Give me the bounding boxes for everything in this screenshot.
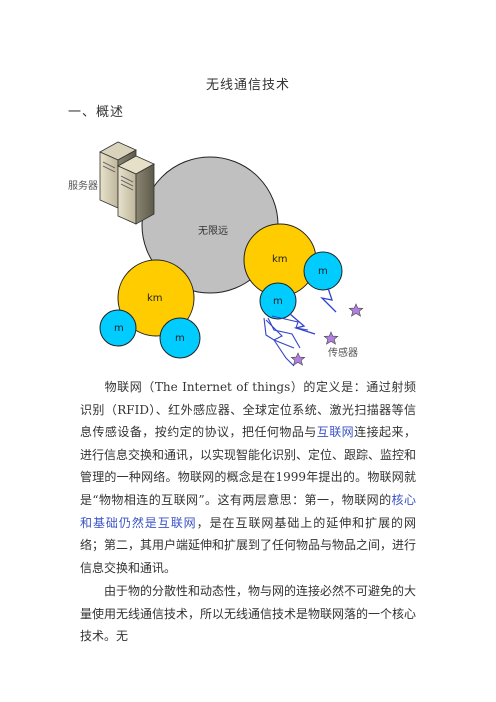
server-label: 服务器: [68, 179, 98, 192]
wireless-link-1: [320, 287, 337, 313]
document-title: 无线通信技术: [205, 78, 290, 93]
section-heading: 一、概述: [68, 105, 125, 120]
wireless-link-5: [263, 317, 295, 349]
wireless-link-2: [289, 313, 316, 335]
m-node-2-label: m: [175, 333, 185, 344]
wireless-link-4: [267, 317, 301, 349]
cloud-label: 无限远: [198, 225, 228, 237]
sensor-star-3: [290, 352, 306, 366]
km-node-left-label: km: [147, 293, 163, 304]
m-node-3-label: m: [318, 266, 328, 277]
sensor-label: 传感器: [328, 346, 358, 359]
m-node-2: [159, 317, 201, 359]
core-foundation-link[interactable]: 核心和基础仍然是互联网: [80, 492, 416, 530]
sensor-star-2: [323, 331, 339, 345]
wireless-link-3: [271, 315, 309, 331]
paragraph-definition: 物联网（The Internet of things）的定义是：通过射频识别（R…: [80, 380, 417, 575]
m-node-4: [259, 282, 297, 320]
m-node-1: [99, 309, 137, 347]
iot-network-diagram: 无限远 服务器 km km m m m m: [68, 141, 364, 367]
paragraph-wireless: 由于物的分散性和动态性，物与网的连接必然不可避免的大量使用无线通信技术，所以无线…: [80, 584, 417, 644]
internet-link[interactable]: 互联网: [316, 425, 355, 440]
sensor-star-1: [348, 303, 364, 317]
wireless-link-6: [265, 319, 295, 367]
km-node-left: [117, 259, 195, 337]
km-node-right-label: km: [272, 254, 288, 265]
m-node-1-label: m: [114, 323, 124, 334]
server-icon: [99, 141, 155, 225]
m-node-4-label: m: [273, 296, 283, 307]
m-node-3: [303, 251, 343, 291]
